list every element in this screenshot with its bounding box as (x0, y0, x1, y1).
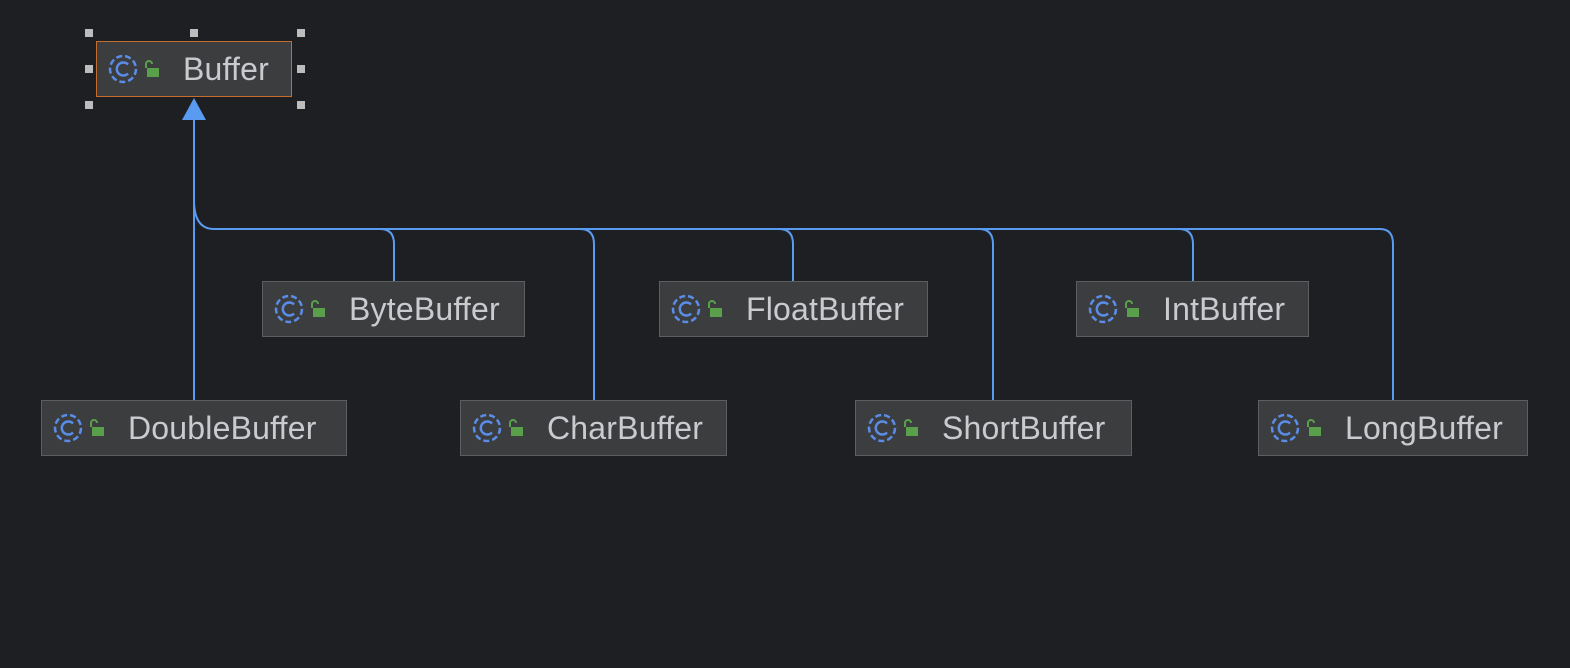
edge-floatbuffer (778, 228, 794, 281)
class-name: IntBuffer (1163, 290, 1286, 327)
class-name: CharBuffer (547, 409, 704, 446)
unlocked-public-icon (509, 419, 523, 436)
selection-handle-middle-right[interactable] (297, 65, 305, 73)
class-name: Buffer (183, 50, 269, 87)
selection-handle-bottom-left[interactable] (85, 101, 93, 109)
unlocked-public-icon (90, 419, 104, 436)
class-name: ShortBuffer (942, 409, 1106, 446)
class-node-buffer[interactable]: Buffer (96, 41, 292, 97)
edge-intbuffer (1178, 228, 1194, 281)
selection-handle-top-center[interactable] (190, 29, 198, 37)
class-name: LongBuffer (1345, 409, 1503, 446)
unlocked-public-icon (1307, 419, 1321, 436)
unlocked-public-icon (145, 60, 159, 77)
class-icon (1270, 413, 1300, 443)
class-name: DoubleBuffer (128, 409, 317, 446)
class-node-longbuffer[interactable]: LongBuffer (1258, 400, 1528, 456)
class-icon (53, 413, 83, 443)
class-node-floatbuffer[interactable]: FloatBuffer (659, 281, 928, 337)
class-node-charbuffer[interactable]: CharBuffer (460, 400, 727, 456)
unlocked-public-icon (311, 300, 325, 317)
edge-bytebuffer (379, 228, 395, 281)
class-icon (1088, 294, 1118, 324)
class-node-shortbuffer[interactable]: ShortBuffer (855, 400, 1132, 456)
selection-handle-middle-left[interactable] (85, 65, 93, 73)
selection-handle-bottom-right[interactable] (297, 101, 305, 109)
unlocked-public-icon (1125, 300, 1139, 317)
class-icon (671, 294, 701, 324)
edge-charbuffer (579, 228, 595, 400)
selection-handle-top-left[interactable] (85, 29, 93, 37)
class-name: ByteBuffer (349, 290, 500, 327)
edge-shortbuffer (978, 228, 994, 400)
class-icon (108, 54, 138, 84)
unlocked-public-icon (904, 419, 918, 436)
selection-handle-top-right[interactable] (297, 29, 305, 37)
class-node-doublebuffer[interactable]: DoubleBuffer (41, 400, 347, 456)
class-node-bytebuffer[interactable]: ByteBuffer (262, 281, 525, 337)
class-name: FloatBuffer (746, 290, 905, 327)
edge-bus (193, 199, 1394, 400)
inheritance-arrowhead (182, 98, 206, 120)
class-icon (867, 413, 897, 443)
class-icon (472, 413, 502, 443)
class-icon (274, 294, 304, 324)
unlocked-public-icon (708, 300, 722, 317)
class-node-intbuffer[interactable]: IntBuffer (1076, 281, 1309, 337)
